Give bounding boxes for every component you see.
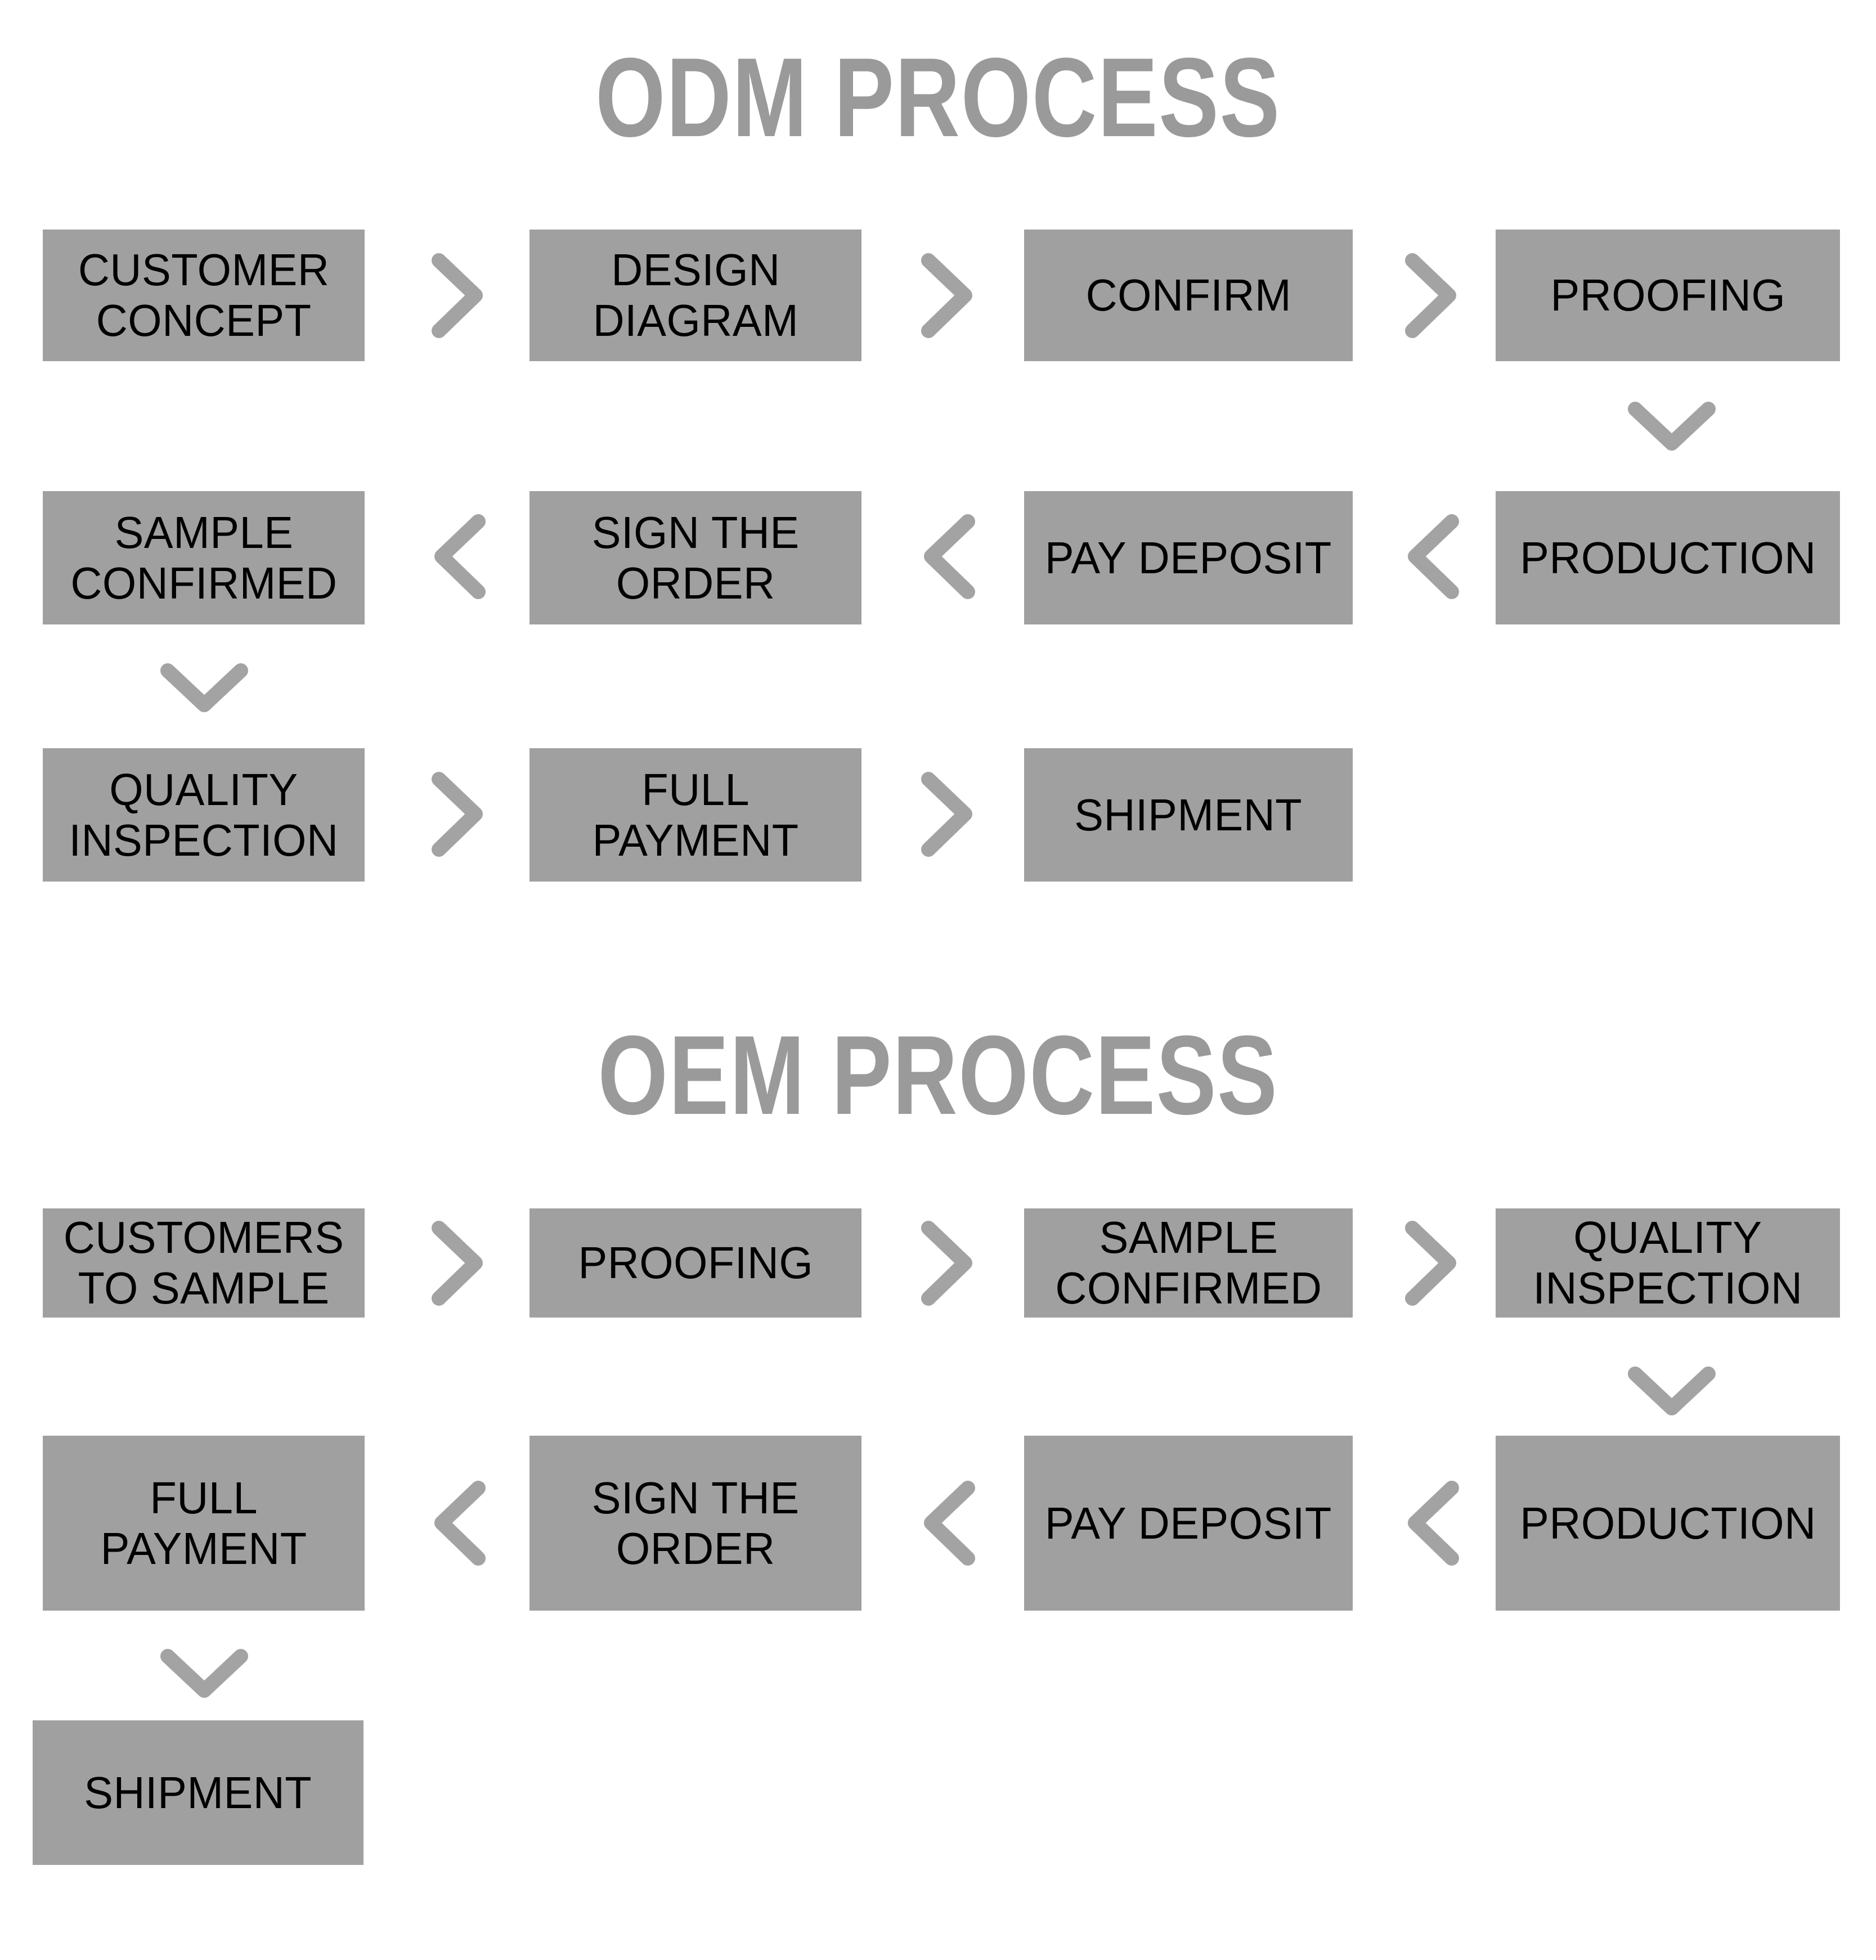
connector-arrow-right-icon [1401, 1220, 1463, 1307]
node-label: PRODUCTION [1519, 532, 1816, 583]
connector-arrow-right-icon [428, 252, 490, 339]
node-oem-sign-the-order[interactable]: SIGN THE ORDER [529, 1436, 861, 1611]
node-odm-customer-concept[interactable]: CUSTOMER CONCEPT [43, 230, 365, 361]
node-odm-production[interactable]: PRODUCTION [1496, 491, 1840, 624]
node-oem-customers-to-sample[interactable]: CUSTOMERS TO SAMPLE [43, 1208, 365, 1318]
connector-arrow-left-icon [428, 1480, 490, 1567]
node-label: CUSTOMER CONCEPT [78, 245, 330, 345]
connector-arrow-left-icon [1401, 513, 1463, 600]
node-odm-design-diagram[interactable]: DESIGN DIAGRAM [529, 230, 861, 361]
node-oem-sample-confirmed[interactable]: SAMPLE CONFIRMED [1024, 1208, 1353, 1318]
node-odm-sample-confirmed[interactable]: SAMPLE CONFIRMED [43, 491, 365, 624]
node-label: CONFIRM [1085, 270, 1291, 321]
node-label: SHIPMENT [84, 1767, 312, 1818]
connector-arrow-right-icon [428, 1220, 490, 1307]
node-oem-pay-deposit[interactable]: PAY DEPOSIT [1024, 1436, 1353, 1611]
node-odm-shipment[interactable]: SHIPMENT [1024, 748, 1353, 882]
node-odm-pay-deposit[interactable]: PAY DEPOSIT [1024, 491, 1353, 624]
connector-arrow-left-icon [917, 1480, 979, 1567]
node-label: PRODUCTION [1519, 1498, 1816, 1548]
connector-arrow-left-icon [917, 513, 979, 600]
node-oem-shipment[interactable]: SHIPMENT [33, 1720, 363, 1865]
node-label: QUALITY INSPECTION [69, 764, 339, 865]
node-odm-confirm[interactable]: CONFIRM [1024, 230, 1353, 361]
node-oem-production[interactable]: PRODUCTION [1496, 1436, 1840, 1611]
node-oem-quality-inspection[interactable]: QUALITY INSPECTION [1496, 1208, 1840, 1318]
node-label: SIGN THE ORDER [591, 507, 800, 608]
node-label: QUALITY INSPECTION [1533, 1212, 1803, 1313]
node-label: PAY DEPOSIT [1045, 1498, 1332, 1548]
node-odm-full-payment[interactable]: FULL PAYMENT [529, 748, 861, 882]
section-title-oem: OEM PROCESS [598, 1013, 1278, 1138]
node-label: SAMPLE CONFIRMED [1054, 1212, 1322, 1313]
node-odm-proofing[interactable]: PROOFING [1496, 230, 1840, 361]
node-label: FULL PAYMENT [592, 764, 799, 865]
node-label: FULL PAYMENT [100, 1472, 307, 1574]
connector-arrow-down-icon [1625, 1361, 1718, 1423]
connector-arrow-right-icon [1401, 252, 1463, 339]
connector-arrow-down-icon [158, 1644, 250, 1706]
connector-arrow-right-icon [917, 1220, 979, 1307]
node-label: SIGN THE ORDER [591, 1472, 800, 1574]
node-oem-full-payment[interactable]: FULL PAYMENT [43, 1436, 365, 1611]
connector-arrow-right-icon [428, 771, 490, 858]
connector-arrow-down-icon [1625, 397, 1718, 458]
node-oem-proofing[interactable]: PROOFING [529, 1208, 861, 1318]
node-label: PROOFING [578, 1238, 813, 1288]
node-label: DESIGN DIAGRAM [593, 245, 798, 345]
node-label: PROOFING [1550, 270, 1785, 321]
node-label: SHIPMENT [1074, 789, 1303, 840]
connector-arrow-down-icon [158, 658, 250, 720]
node-odm-quality-inspection[interactable]: QUALITY INSPECTION [43, 748, 365, 882]
connector-arrow-right-icon [917, 252, 979, 339]
connector-arrow-right-icon [917, 771, 979, 858]
node-label: SAMPLE CONFIRMED [70, 507, 338, 608]
node-label: PAY DEPOSIT [1045, 532, 1332, 583]
node-odm-sign-the-order[interactable]: SIGN THE ORDER [529, 491, 861, 624]
node-label: CUSTOMERS TO SAMPLE [63, 1212, 344, 1313]
section-title-odm: ODM PROCESS [595, 35, 1281, 160]
connector-arrow-left-icon [428, 513, 490, 600]
connector-arrow-left-icon [1401, 1480, 1463, 1567]
